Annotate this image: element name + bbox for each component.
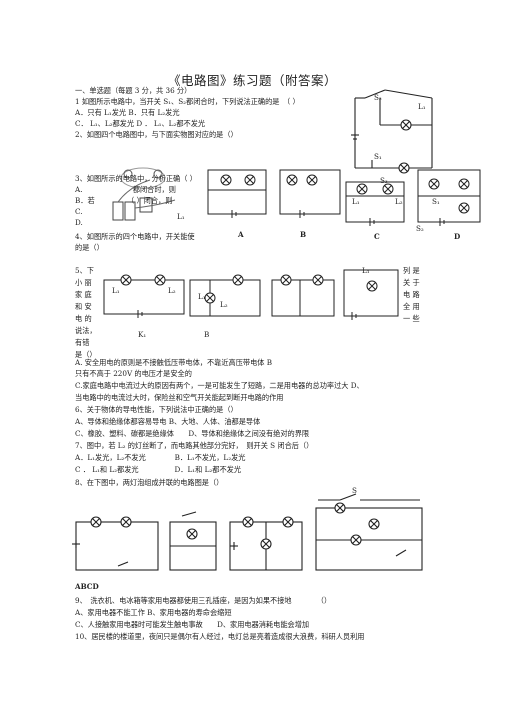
q3-line2: A. 都闭合时，则 [75,185,176,194]
q4-line2: 的是（） [75,243,104,252]
q5-label-l1c: L₁ [362,266,370,275]
body-line: 6、关于物体的导电性能，下列说法中正确的是（） [75,405,238,414]
page-title: 《电路图》练习题（附答案） [167,73,337,88]
q2-stem: 2、如图四个电路图中，与下面实物图对应的是（） [75,130,238,139]
q5-label-l1: L₁ [112,286,120,295]
q2-option-c: C [374,232,380,241]
q8-label-s: S [352,486,357,495]
body-line: C、橡胶、塑料、碳都是绝缘体 D、导体和绝缘体之间没有绝对的界限 [75,429,310,438]
q5-label-l1b: L₁ [198,292,206,301]
q1-options-cd: C． L₁、L₂都发光 D ． L₁、L₂都不发光 [75,119,206,128]
q1-label-s2: S₂ [374,93,382,102]
q5-label-b: B [204,330,210,339]
q1-options-ab: A．只有 L₁发光 B．只有 L₂发光 [75,108,180,117]
section-heading: 一、单选题（每题 3 分，共 36 分） [75,86,192,95]
q2-label-l2: L₂ [395,197,403,206]
q5-left-column: 5、下 小 丽 家 庭 和 安 电 的 说法， 有错 是（） [75,266,97,359]
body-line: A．L₁发光，L₂不发光 B．L₁不发光，L₂发光 [75,453,246,462]
q3-line5: D. [75,218,83,227]
q5-label-l2b: L₂ [220,300,228,309]
q4-line1: 4、如图所示的四个电路中，开关能使 [75,232,195,241]
q2-photo-label-l1: L₁ [177,212,185,221]
q1-label-l1: L₁ [418,102,426,111]
q1-label-s1: S₁ [374,152,382,161]
q5-label-k1: K₁ [138,330,147,339]
q2-label-l1: L₁ [352,197,360,206]
q10-stem: 10、居民楼的楼道里，夜间只是偶尔有人经过，电灯总是亮着造成很大浪费，科研人员利… [75,632,365,641]
q1-stem: 1 如图所示电路中，当开关 S₁、S₂都闭合时，下列说法正确的是 （ ） [75,97,300,106]
q9-stem: 9、 洗衣机、电冰箱等家用电器都使用三孔插座，是因为如果不接地 （） [75,596,332,605]
body-line: C.家庭电路中电流过大的原因有两个，一是可能发生了短路，二是用电器的总功率过大 … [75,381,364,390]
body-line: C ． L₁和 L₂都发光 D．L₁和 L₂都不发光 [75,465,242,474]
q9-options-cd: C、人接触家用电器时可能发生触电事故 D、家用电器消耗电能会增加 [75,620,310,629]
body-line: A、导体和绝缘体都容易导电 B、大地、人体、油都是导体 [75,417,261,426]
q2-option-b: B [300,230,307,239]
q9-options-ab: A、家用电器不能工作 B、家用电器的寿命会缩短 [75,608,232,617]
q5-label-l2: L₂ [168,286,176,295]
q3-line3: B．若 （ ）闭合，则 [75,196,173,205]
body-line: 当电路中的电流过大时，保险丝和空气开关能起到断开电路的作用 [75,393,284,402]
q2-option-d: D [454,232,461,241]
q2-label-s1: S₁ [432,197,440,206]
body-line: A. 安全用电的原则是不接触低压带电体，不靠近高压带电体 B [75,358,273,367]
q3-line4: C. [75,207,83,216]
q2-label-s2: S₂ [416,224,424,233]
q8-abcd-labels: ABCD [75,582,99,591]
body-line: 7、图中，若 L₂ 的灯丝断了，而电路其他部分完好， 则开关 S 闭合后（） [75,441,314,450]
body-line: 8、在下图中，两灯泡组成并联的电路图是（） [75,478,224,487]
q5-right-column: 列 是 关 于 电 路 全 用 一 些 [403,266,420,323]
q2-label-s3: S₃ [380,176,388,185]
q2-option-a: A [238,230,244,239]
body-line: 只有不高于 220V 的电压才是安全的 [75,369,192,378]
q3-line1: 3、如图所示的电路中，分析正确（ ） [75,174,197,183]
